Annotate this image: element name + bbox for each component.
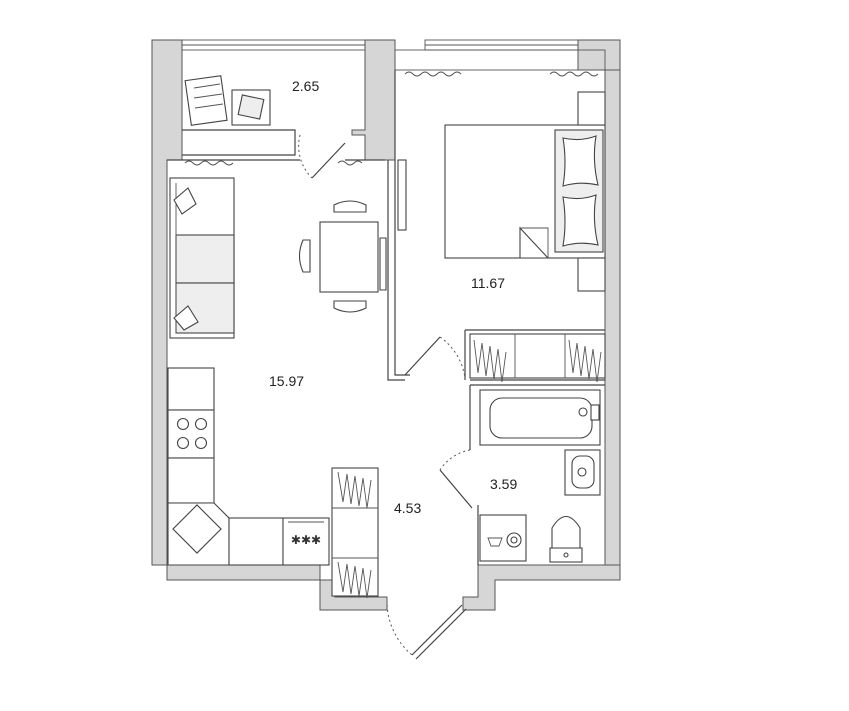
bathroom-fixtures bbox=[479, 389, 601, 563]
dining-table bbox=[319, 221, 379, 293]
sofa bbox=[169, 177, 235, 339]
bottom-right-wall bbox=[462, 564, 621, 611]
balcony-partition bbox=[182, 129, 296, 156]
chair-left bbox=[298, 239, 311, 273]
area-label-kitchen-living: 15.97 bbox=[269, 373, 304, 389]
balcony-furniture bbox=[184, 75, 271, 126]
pillow-1 bbox=[562, 135, 599, 187]
area-label-bedroom: 11.67 bbox=[471, 275, 505, 291]
chair-right bbox=[379, 237, 387, 291]
cushion-top bbox=[173, 187, 197, 215]
chair-top bbox=[333, 200, 367, 213]
pillow-2 bbox=[562, 194, 599, 247]
bedroom-door bbox=[404, 336, 441, 376]
wardrobe-hall bbox=[331, 467, 379, 597]
nightstand-top bbox=[577, 91, 606, 126]
kitchen-sink bbox=[172, 504, 222, 554]
windows bbox=[181, 39, 606, 166]
hall-wardrobe bbox=[331, 467, 379, 599]
area-labels: 2.65 15.97 11.67 4.53 3.59 bbox=[269, 78, 517, 516]
area-label-hall: 4.53 bbox=[394, 500, 421, 516]
toilet-bowl bbox=[551, 515, 581, 549]
curtain-left bbox=[404, 71, 462, 77]
stove-symbol: ✱✱✱ bbox=[291, 533, 321, 547]
balcony-pillar bbox=[351, 39, 396, 161]
area-label-bathroom: 3.59 bbox=[490, 476, 517, 492]
balcony-door bbox=[311, 142, 346, 179]
doors bbox=[298, 134, 473, 660]
top-right-pillar bbox=[577, 39, 621, 71]
oven bbox=[282, 517, 330, 566]
kitchen-cabinet-1 bbox=[167, 367, 215, 411]
exterior-walls bbox=[151, 39, 621, 611]
area-label-balcony: 2.65 bbox=[292, 78, 319, 94]
bathroom-door bbox=[439, 469, 473, 509]
balcony-chair bbox=[184, 75, 228, 126]
cushion-bottom bbox=[173, 305, 199, 331]
nightstand-bottom bbox=[577, 257, 606, 292]
right-wall bbox=[604, 69, 621, 581]
kitchen-units: ✱✱✱ bbox=[167, 367, 330, 566]
chair-bottom bbox=[333, 300, 367, 313]
curtain-kitchen-right bbox=[337, 160, 363, 166]
curtain-right bbox=[549, 71, 599, 77]
kitchen-cabinet-2 bbox=[167, 457, 215, 504]
bedroom-furniture bbox=[444, 91, 606, 383]
dining-set bbox=[298, 200, 387, 313]
sliding-panel bbox=[397, 159, 407, 231]
kitchen-cabinet-3 bbox=[228, 517, 284, 566]
curtain-kitchen-left bbox=[184, 160, 234, 166]
entrance-door bbox=[411, 604, 463, 656]
bedroom-wardrobe bbox=[469, 333, 606, 379]
bottom-left-wall bbox=[152, 564, 388, 611]
hob bbox=[167, 409, 215, 459]
bedroom-window-reveal bbox=[394, 49, 606, 71]
